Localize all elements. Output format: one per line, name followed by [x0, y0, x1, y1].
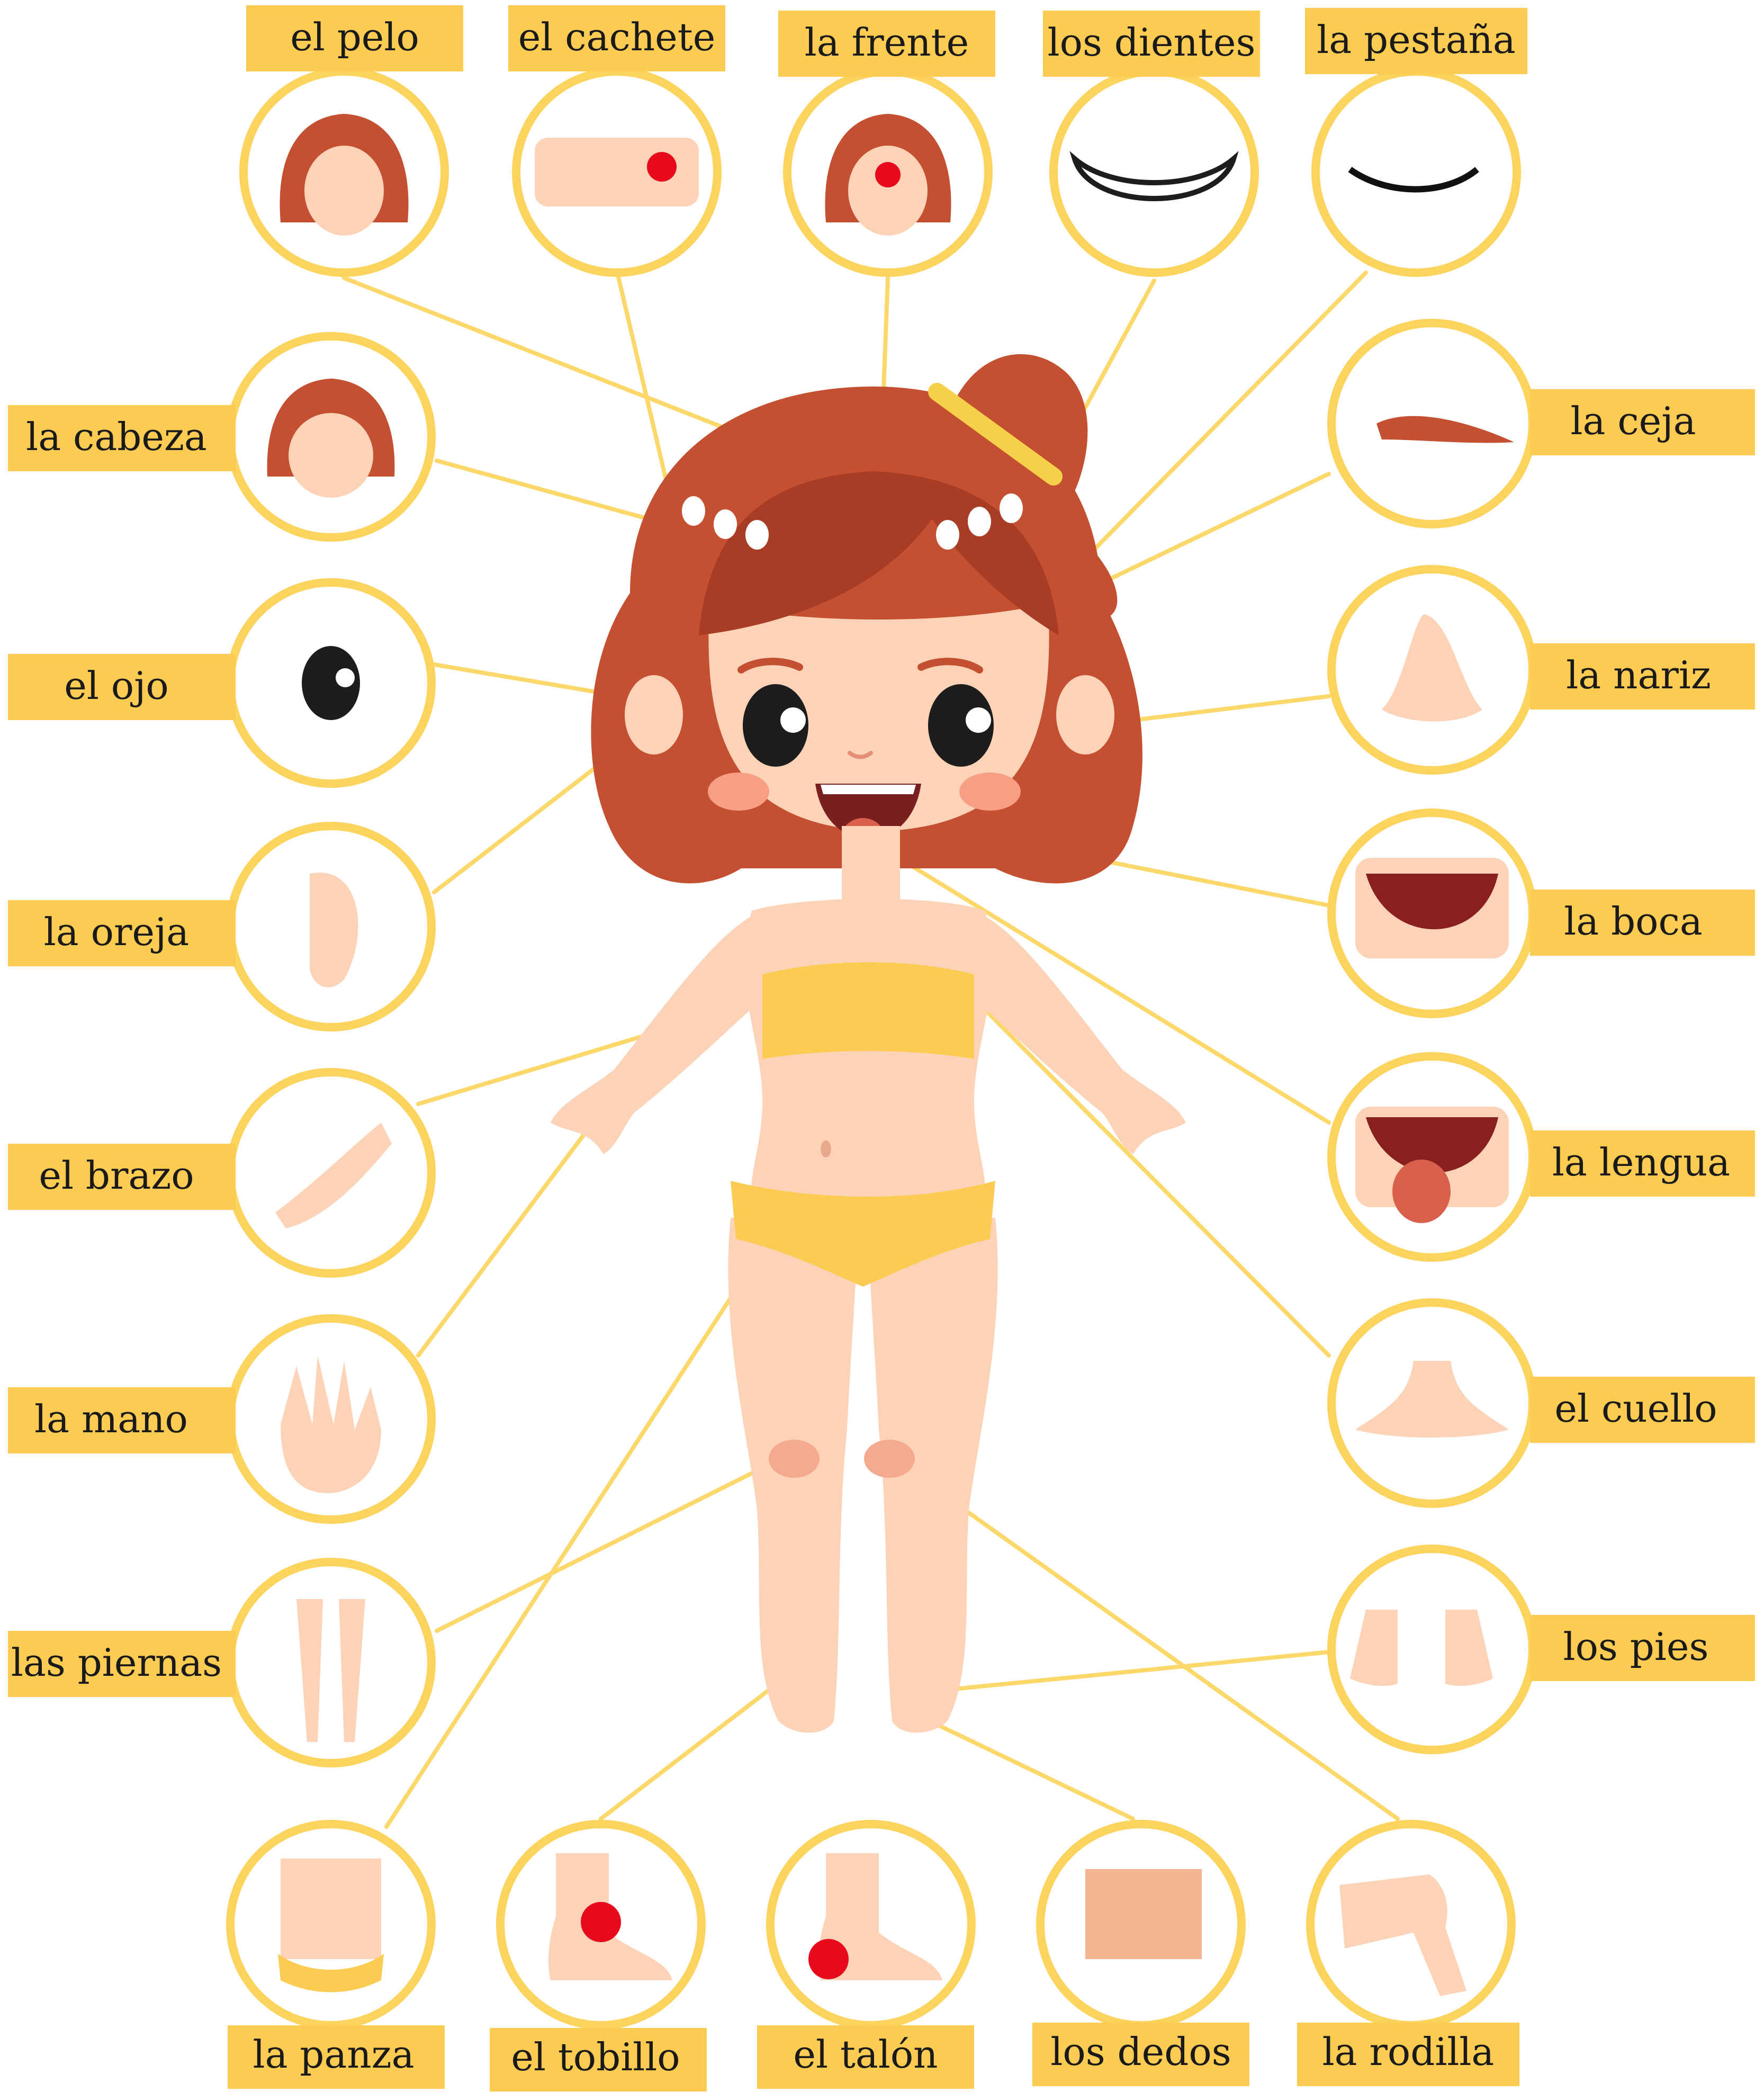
ring-talon: [770, 1824, 971, 2025]
label-nariz: la nariz: [1566, 653, 1711, 697]
torso: [744, 899, 992, 1218]
label-mano: la mano: [34, 1397, 188, 1441]
label-tobillo: el tobillo: [511, 2035, 680, 2079]
right-eye-shine: [966, 707, 991, 733]
label-cachete: el cachete: [518, 15, 716, 59]
ring-boca: [1331, 813, 1533, 1014]
tongue-icon: [1392, 1160, 1451, 1223]
left-ear: [625, 675, 683, 755]
ring-pestana: [1316, 71, 1517, 273]
leader-mano: [418, 1123, 593, 1355]
ring-rodilla: [1310, 1824, 1511, 2025]
label-cabeza: la cabeza: [26, 415, 207, 459]
left-arm: [551, 916, 778, 1154]
label-frente: la frente: [805, 20, 969, 65]
cheek-marker-icon: [647, 152, 677, 182]
label-oreja: la oreja: [44, 910, 189, 954]
hair-clip: [968, 507, 991, 536]
neck: [842, 826, 900, 911]
leader-pies: [900, 1652, 1329, 1694]
label-brazo: el brazo: [39, 1153, 194, 1198]
label-dedos: los dedos: [1050, 2030, 1231, 2074]
toes-icon: [1085, 1869, 1202, 1959]
ring-nariz: [1331, 569, 1533, 770]
label-ceja: la ceja: [1570, 399, 1696, 443]
ring-frente: [787, 71, 988, 273]
ring-brazo: [230, 1072, 431, 1273]
label-panza: la panza: [253, 2032, 414, 2077]
label-cuello: el cuello: [1554, 1386, 1717, 1431]
hair-clip: [682, 496, 705, 526]
label-piernas: las piernas: [11, 1640, 222, 1685]
swimsuit-top: [762, 963, 974, 1060]
ring-cuello: [1331, 1303, 1533, 1504]
label-pelo: el pelo: [290, 15, 419, 59]
label-ojo: el ojo: [64, 663, 169, 708]
ring-tobillo: [500, 1824, 701, 2025]
ring-piernas: [230, 1562, 431, 1763]
hair-clip: [936, 520, 959, 550]
teeth: [821, 785, 916, 794]
ring-cabeza: [230, 336, 431, 537]
forehead-marker-icon: [875, 162, 901, 187]
right-knee: [864, 1440, 915, 1478]
ring-dientes: [1054, 71, 1255, 273]
ring-dedos: [1040, 1824, 1241, 2025]
hair-clip: [1000, 493, 1023, 523]
ankle-marker-icon: [581, 1902, 621, 1942]
belly-icon: [281, 1858, 381, 1959]
leader-dedos: [924, 1718, 1133, 1819]
hair-clip: [745, 520, 769, 550]
label-talon: el talón: [793, 2032, 938, 2077]
label-dientes: los dientes: [1048, 20, 1256, 65]
hair-clip: [714, 509, 737, 539]
ring-oreja: [230, 826, 431, 1027]
ring-ceja: [1331, 323, 1533, 524]
ring-ojo: [230, 582, 431, 784]
ring-pelo: [244, 71, 445, 273]
ring-cachete: [516, 71, 717, 273]
left-eye-shine: [780, 707, 806, 733]
ring-lengua: [1331, 1056, 1533, 1258]
left-knee: [769, 1440, 820, 1478]
label-boca: la boca: [1564, 899, 1703, 944]
right-cheek: [959, 773, 1021, 811]
label-lengua: la lengua: [1552, 1140, 1730, 1184]
label-pestana: la pestaña: [1317, 17, 1516, 62]
left-cheek: [708, 773, 769, 811]
navel: [821, 1141, 831, 1157]
ring-pies: [1331, 1549, 1533, 1750]
ring-panza: [230, 1824, 431, 2025]
ring-mano: [230, 1318, 431, 1520]
right-arm: [958, 916, 1186, 1154]
heel-marker-icon: [808, 1939, 849, 1979]
label-rodilla: la rodilla: [1322, 2030, 1495, 2074]
label-pies: los pies: [1563, 1624, 1709, 1669]
right-ear: [1056, 675, 1114, 755]
